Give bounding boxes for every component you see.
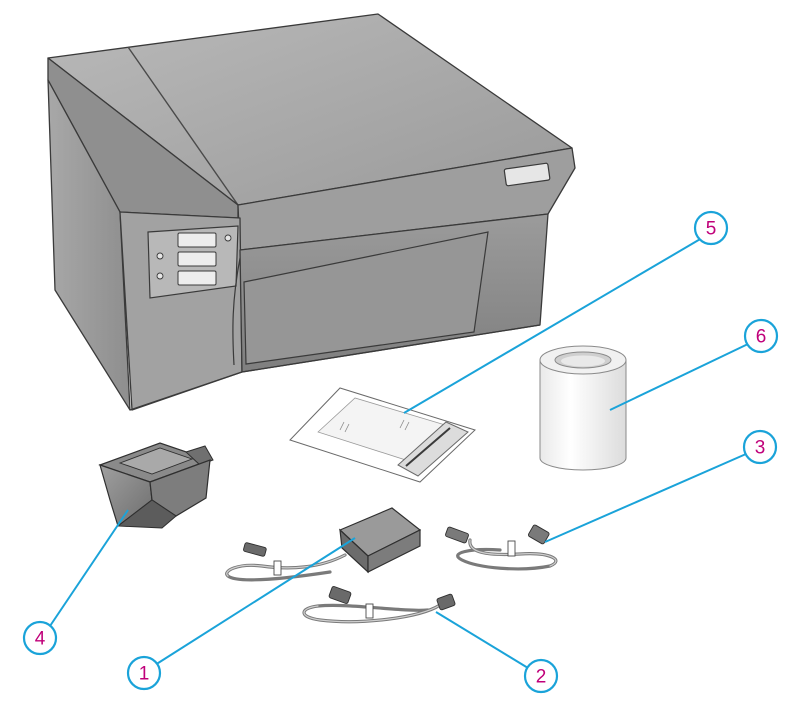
panel-led-1 [156,252,164,260]
packet-mark-1 [339,421,350,433]
panel-display-3 [177,270,217,286]
roll-body [539,359,627,471]
callout-ring-3 [742,429,778,465]
adapter-brick-side [367,529,421,573]
usb-a-connector [445,526,469,544]
callout-4: 4 [22,620,58,656]
cord-cable-highlight [303,604,441,623]
callout-ring-4 [22,620,58,656]
callout-ring-5 [693,210,729,246]
callout-1: 1 [126,655,162,691]
callout-number-3: 3 [755,438,766,459]
callout-number-5: 5 [706,219,717,240]
panel-display-1 [177,232,217,248]
ink-cartridge [98,442,214,529]
usb-cable [445,524,558,571]
leader-line-2 [435,611,529,669]
panel-led-3 [224,234,232,242]
leader-line-4 [49,509,129,627]
usb-b-connector [527,524,550,545]
printer-base-edge [129,324,541,411]
printer-door [243,231,489,365]
leader-line-5 [403,237,703,414]
packet-flap-edge [405,427,451,467]
usb-cable-tie [507,540,516,557]
adapter-dc-plug [243,542,267,557]
documentation-packet [289,387,476,483]
callout-ring-6 [743,318,779,354]
printer-body-curve [232,257,241,366]
usb-cable-highlight [469,539,557,567]
callout-ring-1 [126,655,162,691]
callout-5: 5 [693,210,729,246]
panel-led-2 [156,272,164,280]
printer-lid-seam [127,46,239,206]
callout-number-6: 6 [756,327,767,348]
packet-mark-2 [399,419,410,431]
callout-ring-2 [523,658,559,694]
adapter-cable-tie [273,560,282,576]
cord-plug [436,593,456,611]
cord-cable-tie [365,603,374,619]
leader-line-1 [154,537,356,666]
adapter-cable-highlight [226,554,346,577]
power-cord [302,586,456,624]
leader-line-6 [609,343,749,411]
printer-front-slot [503,162,551,187]
callout-number-4: 4 [35,629,46,650]
panel-display-2 [177,251,217,267]
packet-pocket [397,421,469,477]
cartridge-bottom [116,499,177,529]
cartridge-side [149,459,211,517]
callout-6: 6 [743,318,779,354]
printer [47,13,576,411]
power-adapter [225,507,422,582]
callout-number-2: 2 [536,667,547,688]
callout-3: 3 [742,429,778,465]
cartridge-tab [185,445,214,466]
roll-core-inner [561,355,605,367]
cartridge-label [118,447,194,475]
callout-number-1: 1 [139,664,150,685]
callout-2: 2 [523,658,559,694]
label-roll [539,345,627,471]
leader-line-3 [544,453,747,543]
cord-connector [328,586,352,604]
